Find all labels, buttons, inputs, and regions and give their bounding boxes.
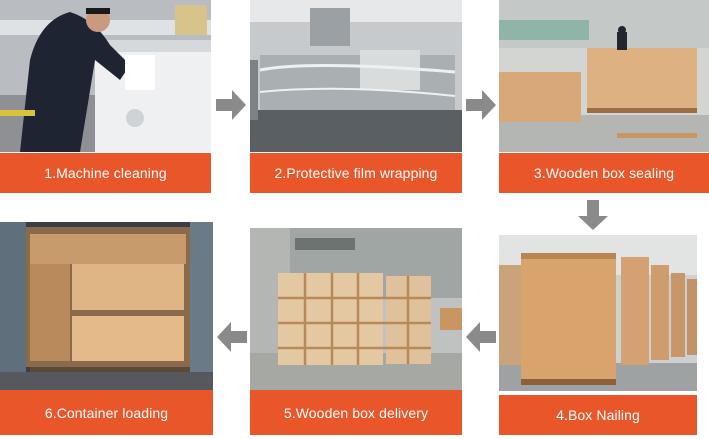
step-1-machine-cleaning: 1.Machine cleaning — [0, 0, 211, 193]
step-5-caption: 5.Wooden box delivery — [250, 390, 462, 435]
step-6-caption: 6.Container loading — [0, 390, 213, 435]
step-1-caption: 1.Machine cleaning — [0, 153, 211, 193]
step-2-protective-film-wrapping: 2.Protective film wrapping — [250, 0, 462, 193]
arrow-right-icon — [216, 90, 246, 120]
machine-cleaning-photo — [0, 0, 211, 152]
arrow-left-icon — [217, 322, 247, 352]
step-3-wooden-box-sealing: 3.Wooden box sealing — [499, 0, 709, 193]
container-loading-photo — [0, 222, 213, 390]
box-sealing-photo — [499, 0, 709, 152]
step-4-label: 4.Box Nailing — [556, 407, 640, 423]
arrow-down-icon — [578, 200, 608, 230]
step-3-caption: 3.Wooden box sealing — [499, 153, 709, 193]
step-3-label: 3.Wooden box sealing — [533, 165, 675, 181]
step-4-caption: 4.Box Nailing — [499, 395, 697, 435]
box-delivery-photo — [250, 228, 462, 390]
film-wrapping-photo — [250, 0, 462, 152]
step-6-label: 6.Container loading — [44, 404, 169, 421]
step-2-label: 2.Protective film wrapping — [274, 165, 438, 181]
box-nailing-photo — [499, 235, 697, 391]
step-2-caption: 2.Protective film wrapping — [250, 153, 462, 193]
step-1-label: 1.Machine cleaning — [44, 165, 167, 181]
step-5-wooden-box-delivery: 5.Wooden box delivery — [250, 228, 462, 435]
step-6-container-loading: 6.Container loading — [0, 222, 213, 435]
step-5-label: 5.Wooden box delivery — [283, 404, 429, 421]
arrow-left-icon — [466, 322, 496, 352]
step-4-box-nailing: 4.Box Nailing — [499, 235, 697, 435]
arrow-right-icon — [466, 90, 496, 120]
